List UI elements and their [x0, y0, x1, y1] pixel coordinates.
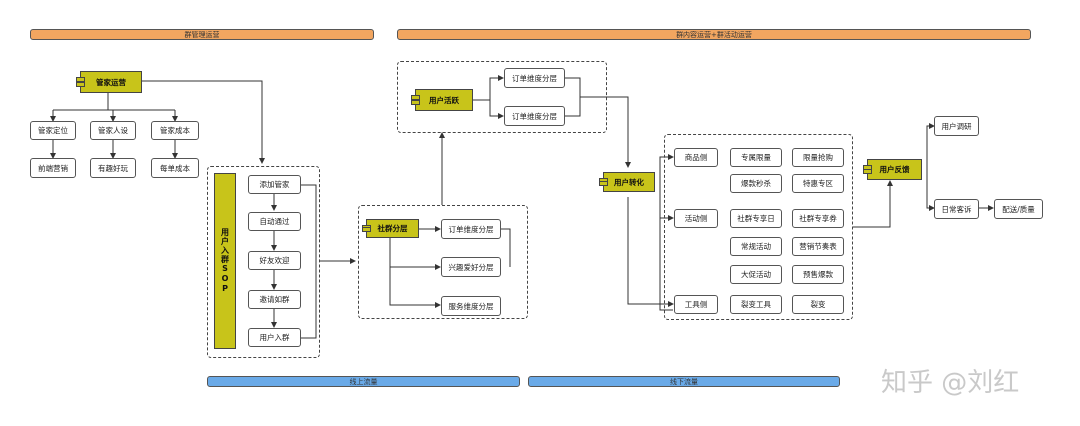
node-limited-rush: 限量抢购 [792, 148, 844, 167]
node-tool-side: 工具侧 [674, 295, 718, 314]
node-exclusive-limited: 专属限量 [730, 148, 782, 167]
node-daily-complaint: 日常客诉 [934, 199, 979, 219]
node-order-layer: 订单维度分层 [441, 219, 501, 239]
node-special-zone: 特惠专区 [792, 174, 844, 193]
node-fun: 有趣好玩 [90, 158, 136, 178]
node-manager-cost: 管家成本 [151, 121, 199, 140]
top-bar-content-activity: 群内容运营+群活动运营 [397, 29, 1031, 40]
node-user-join-sop: 用户入群SOP [214, 173, 236, 349]
node-friend-welcome: 好友欢迎 [248, 251, 301, 270]
node-user-feedback: 用户反馈 [863, 159, 922, 180]
node-big-promo: 大促活动 [730, 265, 782, 284]
group-conversion [664, 134, 853, 320]
node-regular-activity: 常规活动 [730, 237, 782, 256]
node-presale-hot: 预售爆款 [792, 265, 844, 284]
node-community-day: 社群专享日 [730, 209, 782, 228]
group-sop [207, 166, 320, 358]
node-user-active: 用户活跃 [411, 89, 473, 111]
node-user-join-sop-label: 用户入群SOP [220, 228, 230, 294]
bottom-bar-offline-traffic: 线下流量 [528, 376, 840, 387]
node-hot-flash-sale: 爆款秒杀 [730, 174, 782, 193]
node-community-layering-label: 社群分层 [377, 224, 408, 233]
node-user-conversion: 用户转化 [599, 172, 655, 192]
node-community-layering: 社群分层 [362, 219, 419, 238]
node-user-active-label: 用户活跃 [429, 95, 459, 105]
node-delivery-quality: 配送/质量 [994, 199, 1043, 219]
watermark-text: 知乎 @刘红 [881, 368, 1020, 398]
node-manager-ops-label: 管家运营 [96, 77, 126, 87]
node-activity-side: 活动侧 [674, 209, 718, 228]
node-auto-approve: 自动通过 [248, 212, 301, 231]
node-invite-join: 邀请如群 [248, 290, 301, 309]
node-per-order-cost: 每单成本 [151, 158, 199, 178]
group-community-layering [358, 205, 528, 319]
node-user-feedback-label: 用户反馈 [879, 165, 910, 174]
node-service-layer: 服务维度分层 [441, 296, 501, 316]
node-user-join: 用户入群 [248, 328, 301, 347]
node-active-order-layer-1: 订单维度分层 [504, 68, 565, 88]
bottom-bar-online-traffic: 线上流量 [207, 376, 520, 387]
node-community-coupon: 社群专享券 [792, 209, 844, 228]
group-user-active [397, 61, 607, 133]
node-goods-side: 商品侧 [674, 148, 718, 167]
node-fission-tool: 裂变工具 [730, 295, 782, 314]
node-add-manager: 添加管家 [248, 175, 301, 194]
node-front-marketing: 前端营销 [30, 158, 76, 178]
node-user-research: 用户调研 [934, 116, 979, 136]
node-user-conversion-label: 用户转化 [614, 177, 644, 187]
node-interest-layer: 兴趣爱好分层 [441, 257, 501, 277]
top-bar-group-management: 群管理运营 [30, 29, 374, 40]
node-fission: 裂变 [792, 295, 844, 314]
node-manager-positioning: 管家定位 [30, 121, 76, 140]
node-active-order-layer-2: 订单维度分层 [504, 106, 565, 126]
node-manager-ops: 管家运营 [76, 71, 142, 93]
node-marketing-rhythm: 营销节奏表 [792, 237, 844, 256]
node-manager-persona: 管家人设 [90, 121, 136, 140]
